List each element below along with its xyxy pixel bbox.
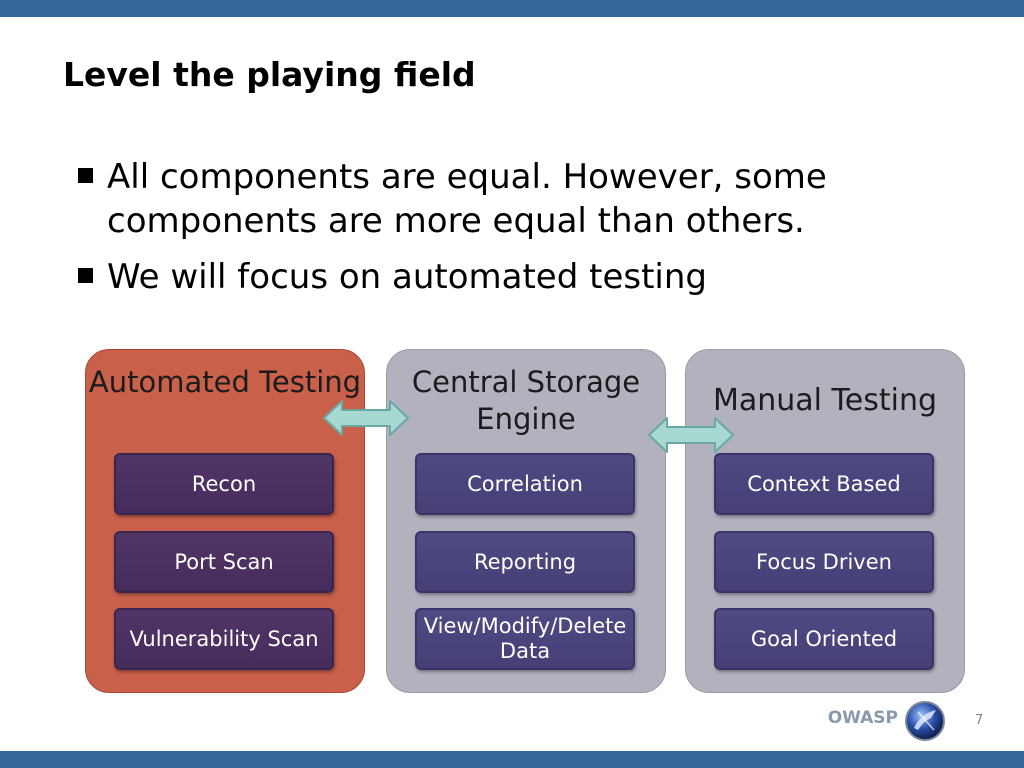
component-box: Reporting xyxy=(415,531,635,593)
double-arrow-icon xyxy=(648,417,734,453)
component-box: Recon xyxy=(114,453,334,515)
component-box: Correlation xyxy=(415,453,635,515)
panel-title: Central Storage Engine xyxy=(411,365,641,436)
owasp-brand-text: OWASP xyxy=(827,708,898,728)
square-bullet-icon xyxy=(75,165,97,187)
manual-testing-panel: Manual Testing Context Based Focus Drive… xyxy=(685,349,965,693)
page-number: 7 xyxy=(975,713,984,728)
component-box: Focus Driven xyxy=(714,531,934,593)
bullet-list: All components are equal. However, some … xyxy=(75,155,875,311)
owasp-logo-icon xyxy=(905,701,945,741)
component-box: Port Scan xyxy=(114,531,334,593)
component-box: Context Based xyxy=(714,453,934,515)
bullet-text: We will focus on automated testing xyxy=(107,257,707,297)
square-bullet-icon xyxy=(75,265,97,287)
panel-title: Manual Testing xyxy=(712,383,938,418)
bullet-text: All components are equal. However, some … xyxy=(107,157,827,241)
component-box: Vulnerability Scan xyxy=(114,608,334,670)
panel-title: Automated Testing xyxy=(88,365,362,399)
top-banner-bar xyxy=(0,0,1024,17)
bottom-banner-bar xyxy=(0,751,1024,768)
double-arrow-icon xyxy=(323,400,409,436)
bullet-item: All components are equal. However, some … xyxy=(75,155,875,243)
component-box: Goal Oriented xyxy=(714,608,934,670)
automated-testing-panel: Automated Testing Recon Port Scan Vulner… xyxy=(85,349,365,693)
bullet-item: We will focus on automated testing xyxy=(75,255,875,299)
component-box: View/Modify/Delete Data xyxy=(415,608,635,670)
slide-title: Level the playing field xyxy=(63,55,476,94)
central-storage-engine-panel: Central Storage Engine Correlation Repor… xyxy=(386,349,666,693)
